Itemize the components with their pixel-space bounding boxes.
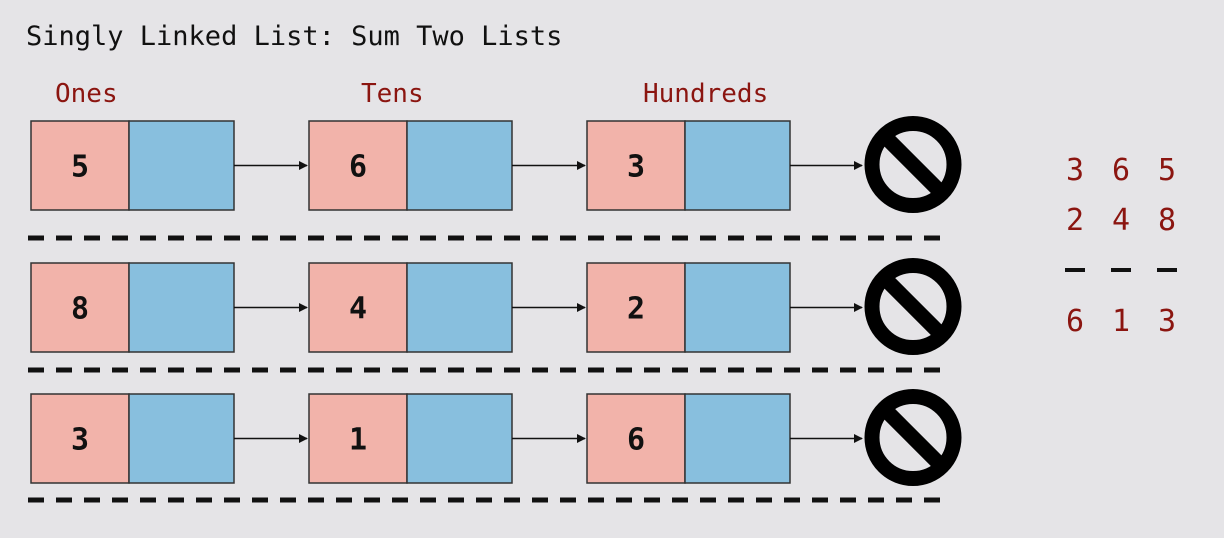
column-label-tens: Tens [361, 79, 424, 109]
node-digit: 4 [349, 292, 367, 327]
node-next-pointer-cell [128, 120, 235, 211]
null-terminator-icon [864, 389, 962, 486]
list-node: 1 [308, 393, 513, 484]
linked-list-result: 3 1 6 [30, 389, 962, 486]
column-label-hundreds: Hundreds [643, 79, 768, 109]
node-data-cell [586, 262, 686, 353]
node-data-cell [586, 120, 686, 211]
linked-list-second: 8 4 2 [30, 258, 962, 355]
column-labels: Ones Tens Hundreds [55, 79, 768, 109]
node-digit: 6 [627, 423, 645, 458]
null-terminator-icon [864, 116, 962, 213]
node-data-cell [30, 262, 130, 353]
column-label-ones: Ones [55, 79, 118, 109]
node-data-cell [308, 262, 408, 353]
sum-result-digit: 6 [1066, 304, 1084, 339]
node-data-cell [30, 120, 130, 211]
node-next-pointer-cell [684, 393, 791, 484]
node-data-cell [30, 393, 130, 484]
addend-digit: 2 [1066, 203, 1084, 238]
addend-digit: 3 [1066, 153, 1084, 188]
addend-digit: 8 [1158, 203, 1176, 238]
list-node: 3 [586, 120, 791, 211]
sum-result-digit: 1 [1112, 304, 1130, 339]
node-data-cell [586, 393, 686, 484]
node-next-pointer-cell [406, 393, 513, 484]
node-next-pointer-cell [406, 120, 513, 211]
node-digit: 5 [71, 150, 89, 185]
node-next-pointer-cell [128, 393, 235, 484]
list-node: 4 [308, 262, 513, 353]
null-terminator-icon [864, 258, 962, 355]
list-node: 8 [30, 262, 235, 353]
addend-digit: 5 [1158, 153, 1176, 188]
addend-digit: 4 [1112, 203, 1130, 238]
node-digit: 3 [627, 150, 645, 185]
linked-list-rows: 5 6 3 8 4 2 3 1 6 [30, 116, 962, 486]
node-digit: 8 [71, 292, 89, 327]
list-node: 3 [30, 393, 235, 484]
list-node: 6 [308, 120, 513, 211]
list-node: 6 [586, 393, 791, 484]
node-next-pointer-cell [406, 262, 513, 353]
node-digit: 1 [349, 423, 367, 458]
linked-list-first: 5 6 3 [30, 116, 962, 213]
list-node: 5 [30, 120, 235, 211]
node-data-cell [308, 120, 408, 211]
node-digit: 2 [627, 292, 645, 327]
sum-result-digit: 3 [1158, 304, 1176, 339]
node-next-pointer-cell [684, 262, 791, 353]
list-node: 2 [586, 262, 791, 353]
node-next-pointer-cell [684, 120, 791, 211]
node-data-cell [308, 393, 408, 484]
node-digit: 6 [349, 150, 367, 185]
row-dividers [28, 235, 948, 503]
node-next-pointer-cell [128, 262, 235, 353]
addend-digit: 6 [1112, 153, 1130, 188]
diagram-title: Singly Linked List: Sum Two Lists [26, 21, 562, 52]
node-digit: 3 [71, 423, 89, 458]
